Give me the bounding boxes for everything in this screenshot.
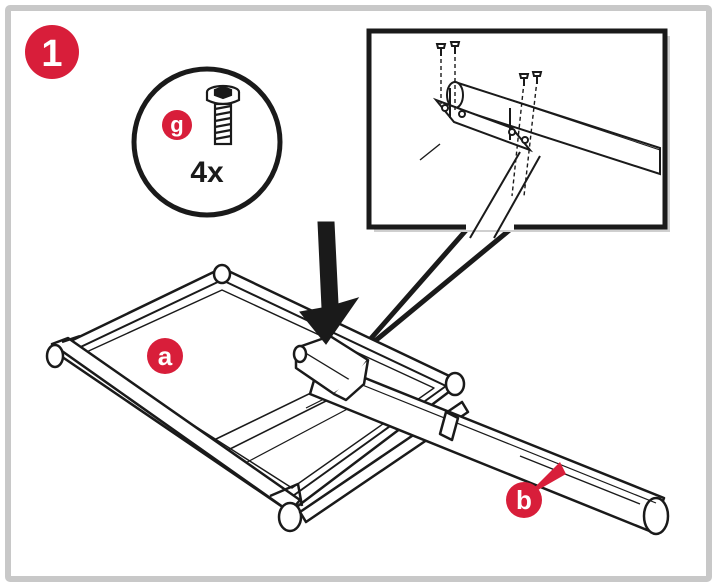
step-badge: 1 xyxy=(25,25,79,79)
label-b-text: b xyxy=(516,485,532,515)
hardware-callout-circle xyxy=(131,66,283,218)
mounting-bracket xyxy=(292,334,370,402)
step-number: 1 xyxy=(41,33,62,75)
label-a-text: a xyxy=(158,341,173,371)
zoomed-bracket-drawing xyxy=(419,41,661,239)
bolt-icon xyxy=(205,84,241,146)
hardware-quantity: 4x xyxy=(190,156,224,189)
detail-zoom-callout xyxy=(349,28,670,363)
label-b: b xyxy=(506,462,566,518)
step-badge-circle xyxy=(25,25,79,79)
down-arrow xyxy=(299,221,360,345)
tube-part-b xyxy=(308,358,670,536)
frame-part-a xyxy=(45,263,470,533)
hardware-part-letter: g xyxy=(170,112,183,137)
hardware-callout: g 4x xyxy=(131,66,283,218)
hardware-part-badge xyxy=(162,110,192,140)
label-a: a xyxy=(147,338,183,374)
